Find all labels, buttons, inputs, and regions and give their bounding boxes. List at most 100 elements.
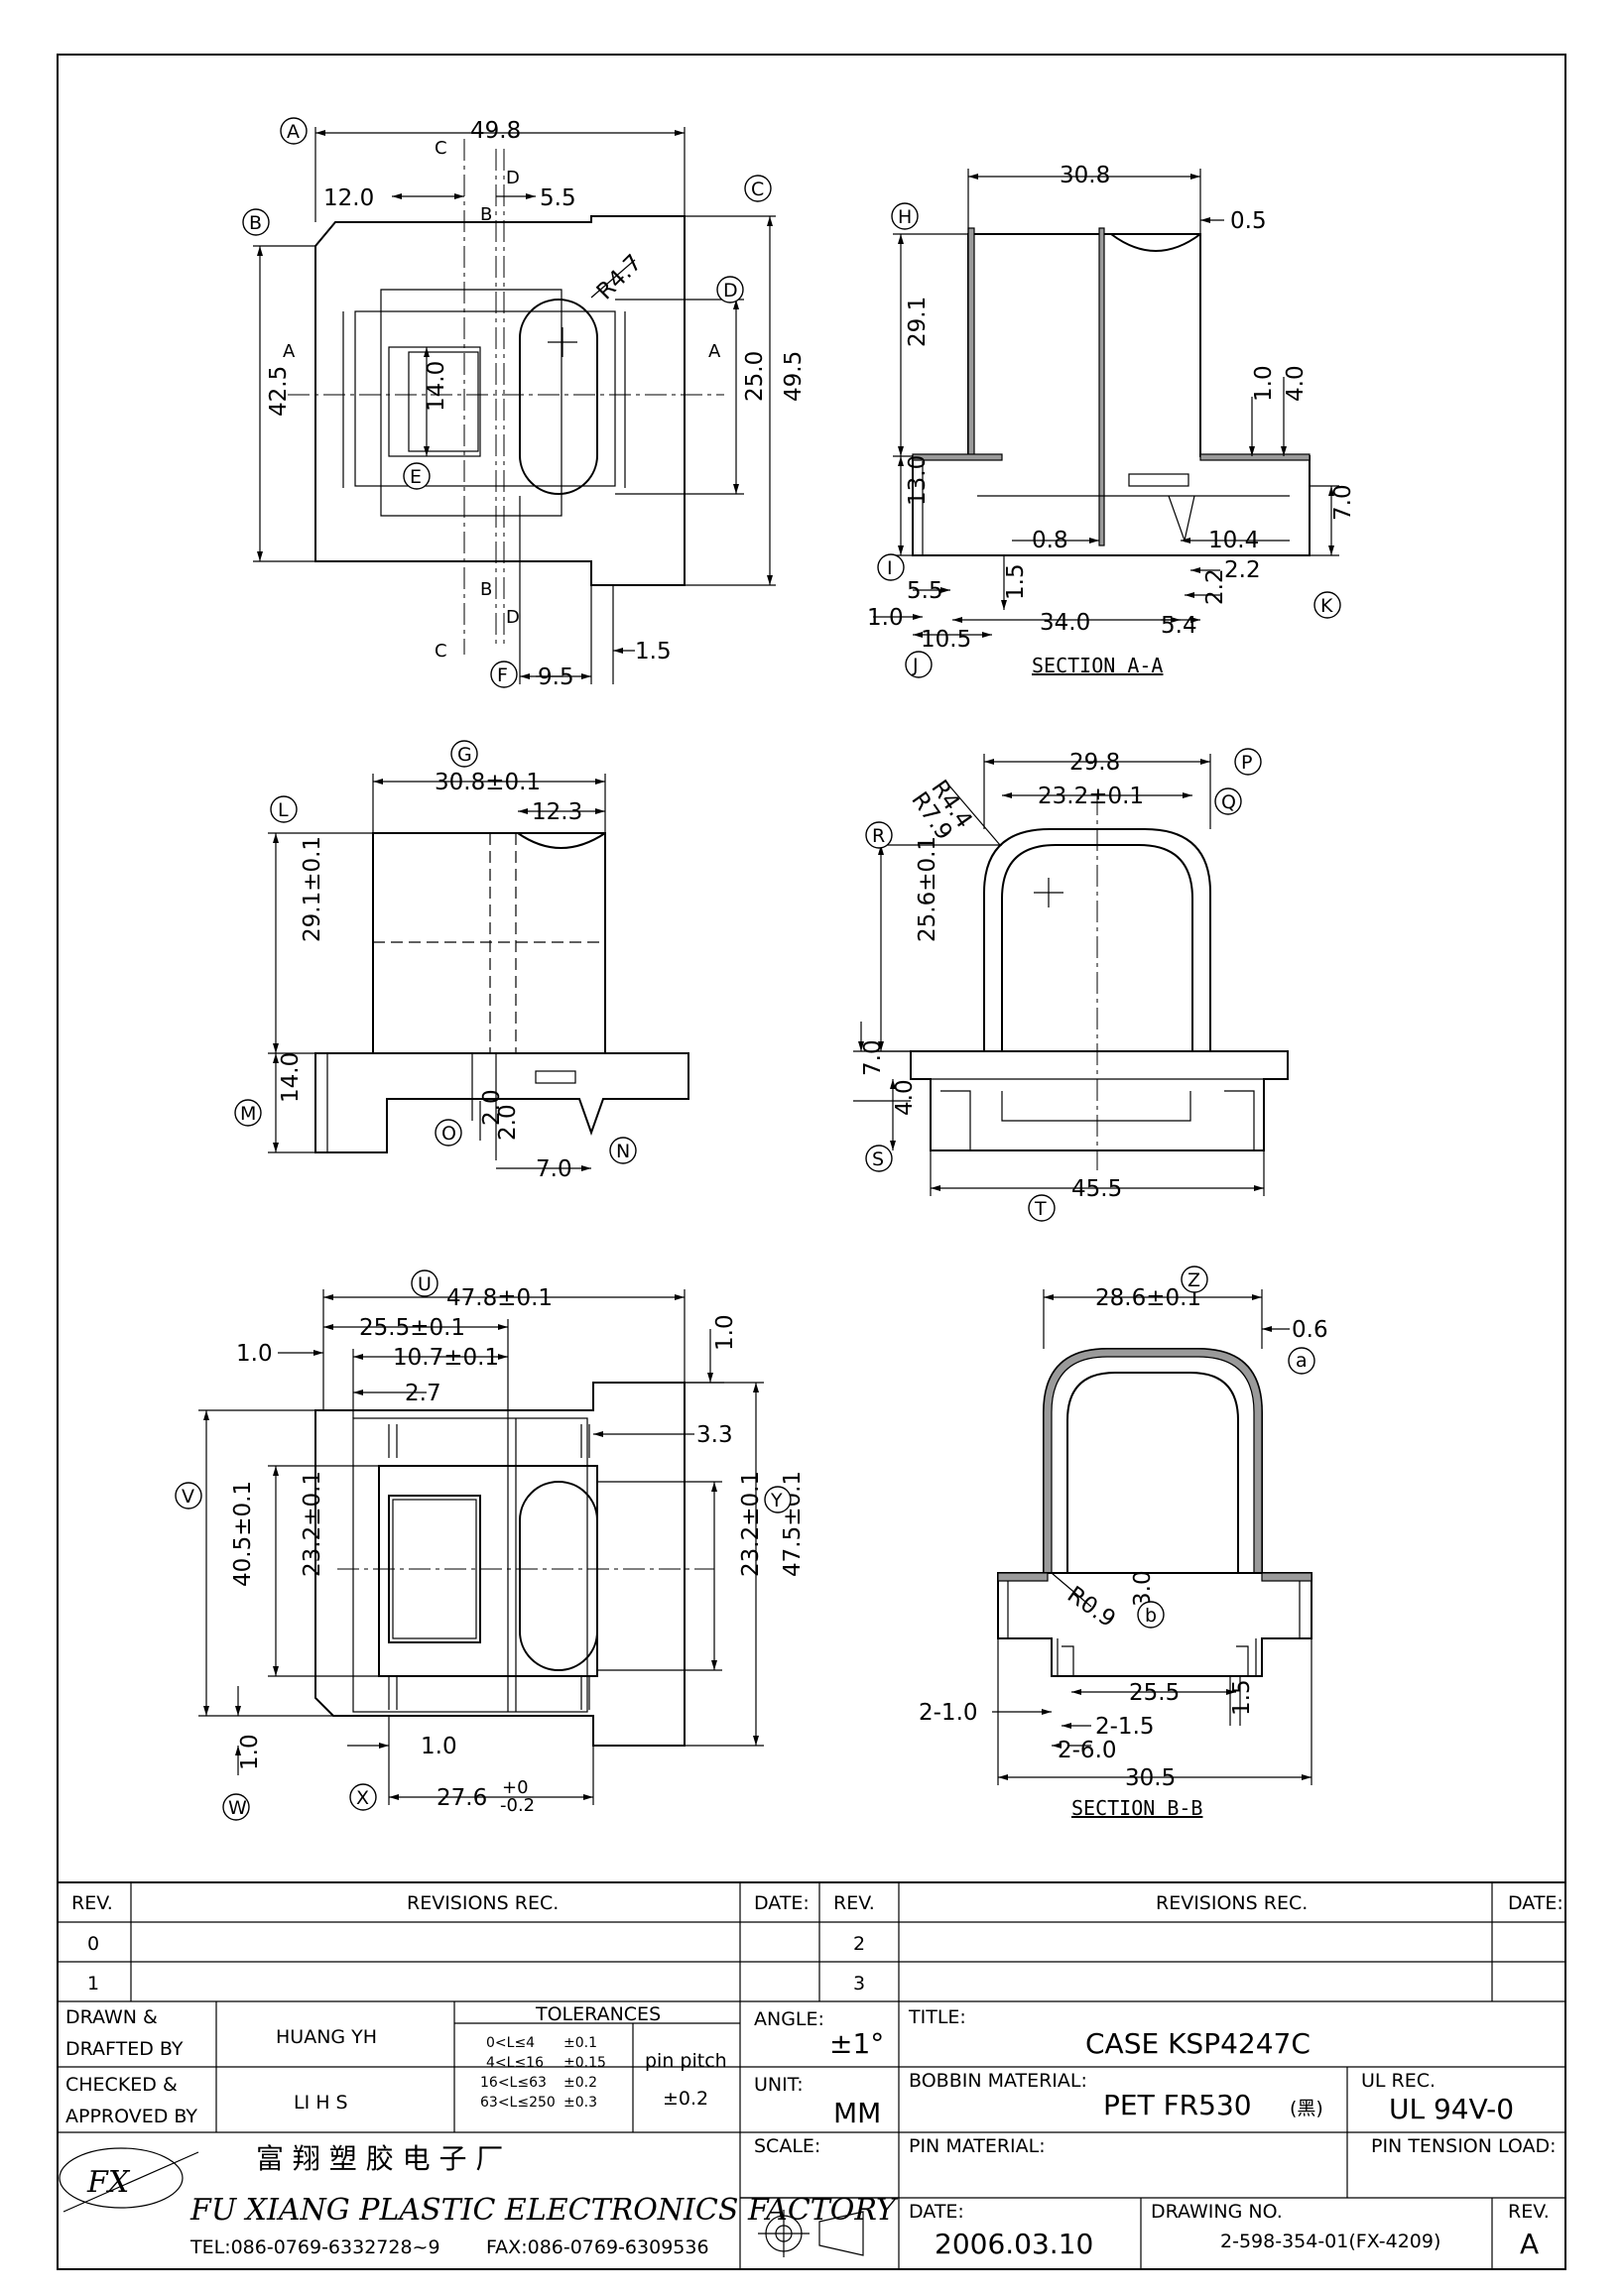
mark-c-top: C <box>435 138 447 159</box>
dim-bb-26: 2-6.0 <box>1058 1738 1117 1763</box>
tb-angle: ±1° <box>829 2027 884 2060</box>
callout-p: P <box>1241 752 1252 774</box>
dim-bb-06: 0.6 <box>1292 1317 1328 1343</box>
dim-aa-w: 30.8 <box>1060 163 1110 188</box>
dim-aa-40: 4.0 <box>1283 365 1309 402</box>
dim-aa-130: 13.0 <box>905 455 931 506</box>
callout-t: T <box>1034 1198 1047 1220</box>
tb-rev: A <box>1520 2228 1539 2260</box>
callout-d: D <box>723 280 738 302</box>
dim-bb-215: 2-1.5 <box>1095 1714 1155 1740</box>
tb-pin-pitch-label: pin pitch <box>645 2050 727 2072</box>
tb-bobbin-material-label: BOBBIN MATERIAL: <box>909 2070 1087 2092</box>
tb-tol-range-1: 4<L≤16 <box>486 2055 544 2071</box>
tb-tol-val-1: ±0.15 <box>563 2055 606 2071</box>
dim-top-14: 14.0 <box>424 361 449 412</box>
section-bb-title: SECTION B-B <box>1071 1796 1202 1820</box>
dim-bottom-33: 3.3 <box>696 1422 733 1448</box>
dim-bb-w: 28.6±0.1 <box>1095 1285 1201 1311</box>
callout-a: A <box>287 121 300 143</box>
dim-aa-1: 1.0 <box>867 605 904 631</box>
tb-rev-head-left: REV. <box>71 1892 113 1914</box>
callout-l: L <box>278 799 289 821</box>
dim-bottom-10b: 1.0 <box>712 1314 738 1351</box>
callout-z: Z <box>1187 1269 1200 1291</box>
dim-aa-105: 10.5 <box>921 627 971 653</box>
callout-v: V <box>182 1486 194 1508</box>
callout-n: N <box>616 1141 630 1162</box>
dim-top-12: 12.0 <box>323 185 374 211</box>
dim-bottom-h1: 40.5±0.1 <box>230 1481 256 1587</box>
tb-tol-range-2: 16<L≤63 <box>480 2075 547 2091</box>
dim-bottom-10a: 1.0 <box>236 1341 273 1367</box>
tb-pin-pitch: ±0.2 <box>663 2088 708 2110</box>
dim-top-425: 42.5 <box>266 366 292 417</box>
callout-k: K <box>1320 595 1333 617</box>
callout-b-lower: b <box>1145 1605 1157 1627</box>
tb-tolerances-head: TOLERANCES <box>535 2003 661 2025</box>
dim-front-w: 29.8 <box>1069 750 1120 776</box>
tb-checked-label-2: APPROVED BY <box>65 2106 197 2127</box>
mark-d-bottom: D <box>506 607 520 628</box>
dim-aa-55: 5.5 <box>907 578 943 604</box>
mark-a-right: A <box>708 341 721 362</box>
callout-u: U <box>418 1273 432 1295</box>
callout-r: R <box>872 825 885 847</box>
dim-side-70: 7.0 <box>536 1156 572 1182</box>
dim-bottom-w4: 27.6 <box>437 1785 487 1811</box>
mark-c-bottom: C <box>435 641 447 662</box>
dim-bottom-tol-up: +0 <box>502 1777 529 1798</box>
tb-company-en: FU XIANG PLASTIC ELECTRONICS FACTORY <box>189 2193 899 2228</box>
tb-ul-label: UL REC. <box>1361 2070 1436 2092</box>
tb-angle-label: ANGLE: <box>754 2008 824 2030</box>
tb-scale-label: SCALE: <box>754 2135 820 2157</box>
dim-top-25: 25.0 <box>742 351 768 402</box>
dim-front-70: 7.0 <box>860 1039 886 1076</box>
tb-drawn-by: HUANG YH <box>276 2026 377 2048</box>
dim-bottom-10c: 1.0 <box>237 1734 263 1770</box>
dim-aa-08: 0.8 <box>1032 528 1068 553</box>
dim-side-w: 30.8±0.1 <box>435 770 541 795</box>
dim-bottom-w: 47.8±0.1 <box>446 1285 553 1311</box>
view-section-bb: 28.6±0.1 0.6 R0.9 3.0 25.5 2-1.0 2-1.5 2… <box>919 1266 1328 1820</box>
tb-fax: FAX:086-0769-6309536 <box>486 2236 709 2258</box>
view-side: 30.8±0.1 12.3 29.1±0.1 14.0 2.0 2.0 7.0 … <box>234 740 689 1182</box>
tb-rev-label: REV. <box>1508 2201 1550 2223</box>
tb-revisions-head-left: REVISIONS REC. <box>407 1892 559 1914</box>
company-logo-icon: FX <box>59 2147 199 2213</box>
dim-bottom-tol-dn: -0.2 <box>500 1795 535 1816</box>
tb-date-label: DATE: <box>909 2201 964 2223</box>
tb-tol-val-3: ±0.3 <box>563 2095 597 2111</box>
tb-tel: TEL:086-0769-6332728~9 <box>189 2236 440 2258</box>
dim-top-r47: R4.7 <box>592 250 648 305</box>
callout-j: J <box>912 655 919 676</box>
tb-bobbin-material: PET FR530 <box>1103 2089 1252 2121</box>
dim-bottom-h4: 47.5±0.1 <box>780 1471 806 1577</box>
section-aa-title: SECTION A-A <box>1032 654 1163 677</box>
callout-g: G <box>457 744 472 766</box>
tb-drawing-no: 2-598-354-01(FX-4209) <box>1220 2231 1440 2252</box>
dim-aa-22a: 2.2 <box>1224 557 1261 583</box>
dim-bottom-10d: 1.0 <box>421 1734 457 1759</box>
dim-top-width: 49.8 <box>470 118 521 144</box>
tb-tol-range-0: 0<L≤4 <box>486 2035 535 2051</box>
dim-top-95: 9.5 <box>538 665 574 690</box>
dim-aa-291: 29.1 <box>905 297 931 347</box>
callout-o: O <box>441 1123 456 1145</box>
tb-rev-row-3: 3 <box>853 1973 865 1994</box>
view-top: 49.8 12.0 5.5 R4.7 42.5 14.0 25.0 49.5 9… <box>242 117 807 690</box>
dim-bb-21: 2-1.0 <box>919 1700 978 1726</box>
callout-e: E <box>410 466 422 488</box>
tb-unit-label: UNIT: <box>754 2074 804 2096</box>
dim-bottom-w2: 25.5±0.1 <box>359 1315 465 1341</box>
tb-company-cn: 富 翔 塑 胶 电 子 厂 <box>256 2142 503 2175</box>
dim-side-w2: 12.3 <box>532 799 582 825</box>
tb-ul: UL 94V-0 <box>1389 2093 1514 2125</box>
view-bottom: 47.8±0.1 25.5±0.1 10.7±0.1 1.0 2.7 1.0 3… <box>175 1269 806 1821</box>
tb-rev-row-1: 1 <box>87 1973 99 1994</box>
mark-d-top: D <box>506 168 520 188</box>
title-block: REV. REVISIONS REC. DATE: REV. REVISIONS… <box>58 1881 1565 2269</box>
mark-b-bottom: B <box>480 579 492 600</box>
tb-title-label: TITLE: <box>908 2006 966 2028</box>
dim-aa-10: 1.0 <box>1251 365 1277 402</box>
